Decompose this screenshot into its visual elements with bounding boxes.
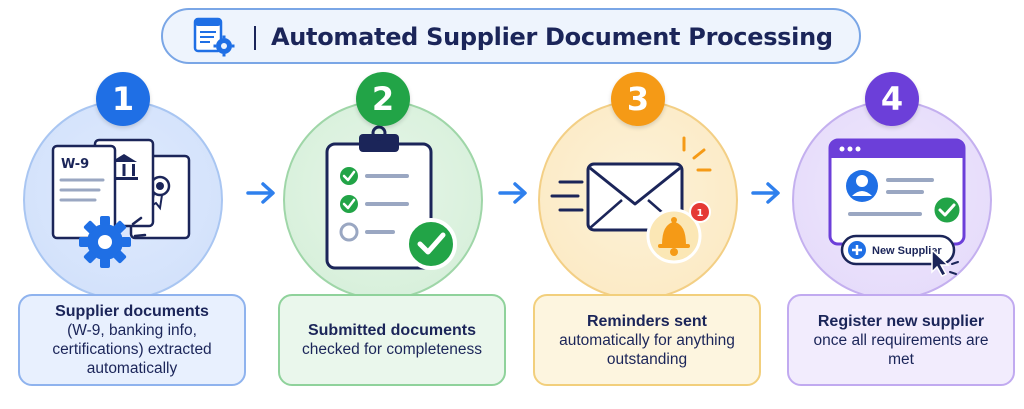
- browser-profile-icon: New Supplier: [828, 138, 966, 277]
- cursor-icon: [931, 248, 950, 277]
- notification-badge: 1: [697, 208, 704, 219]
- step-number-badge: 4: [865, 72, 919, 126]
- title-divider: [254, 26, 256, 50]
- step-2: 2 Submitted documents checked for comple…: [278, 70, 506, 400]
- step-title: Reminders sent: [586, 312, 708, 330]
- step-number-badge: 3: [611, 72, 665, 126]
- arrow-right-icon: [498, 182, 527, 204]
- step-description-card: Submitted documents checked for complete…: [278, 294, 506, 386]
- arrow-right-icon: [246, 182, 275, 204]
- documents-gear-icon: W-9: [51, 138, 191, 268]
- step-description-card: Supplier documents (W-9, banking info, c…: [18, 294, 246, 386]
- step-description-card: Register new supplier once all requireme…: [787, 294, 1015, 386]
- w9-label: W-9: [61, 157, 89, 172]
- document-gear-icon: [193, 17, 235, 57]
- title-banner: Automated Supplier Document Processing: [161, 8, 861, 64]
- step-title: Supplier documents: [55, 303, 209, 320]
- clipboard-checklist-icon: [325, 125, 457, 270]
- arrow-right-icon: [751, 182, 780, 204]
- step-number-badge: 2: [356, 72, 410, 126]
- step-body: once all requirements are met: [813, 331, 989, 368]
- envelope-bell-icon: 1: [550, 136, 712, 264]
- step-body: automatically for anything outstanding: [559, 331, 735, 368]
- page-title: Automated Supplier Document Processing: [271, 23, 833, 51]
- step-1: 1 W-9: [18, 70, 246, 400]
- step-title: Submitted documents: [307, 322, 476, 339]
- step-4: 4 New Supplier Register new supplier onc…: [787, 70, 1015, 400]
- step-title: Register new supplier: [817, 312, 985, 330]
- step-description-card: Reminders sent automatically for anythin…: [533, 294, 761, 386]
- step-3: 3 1 Reminders sent automatically for any…: [533, 70, 761, 400]
- step-body: checked for completeness: [301, 341, 483, 358]
- new-supplier-button: New Supplier: [872, 245, 942, 257]
- step-body: (W-9, banking info, certifications) extr…: [52, 322, 212, 377]
- step-number-badge: 1: [96, 72, 150, 126]
